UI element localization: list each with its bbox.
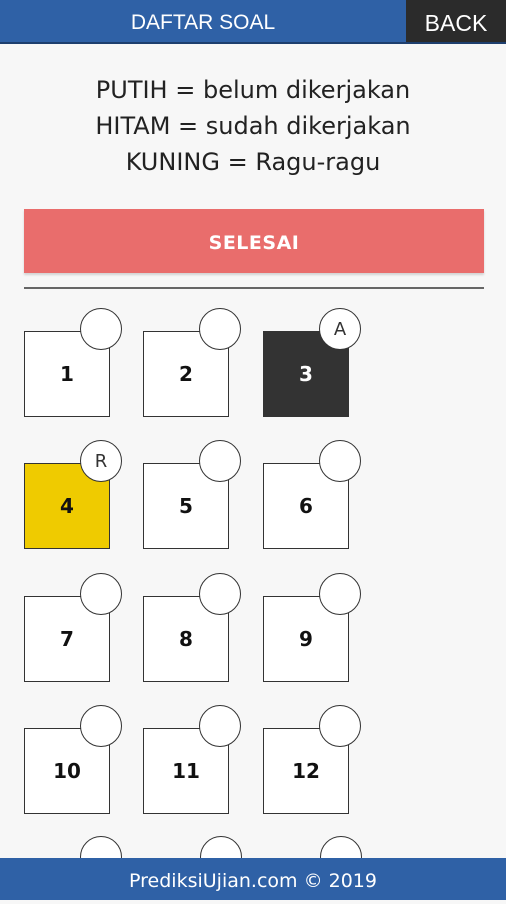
answer-mark-badge xyxy=(319,440,361,482)
answer-mark-badge xyxy=(199,440,241,482)
question-button[interactable]: 11 xyxy=(143,728,229,814)
top-bar: DAFTAR SOAL BACK xyxy=(0,0,506,44)
question-number: 8 xyxy=(179,627,193,651)
answer-mark-badge xyxy=(199,308,241,350)
question-number: 12 xyxy=(292,759,320,783)
legend-black: HITAM = sudah dikerjakan xyxy=(95,112,411,140)
back-button[interactable]: BACK xyxy=(406,0,506,42)
answer-mark-badge xyxy=(80,573,122,615)
answer-mark-badge xyxy=(319,573,361,615)
question-number: 9 xyxy=(299,627,313,651)
legend-white: PUTIH = belum dikerjakan xyxy=(95,76,411,104)
question-number: 10 xyxy=(53,759,81,783)
legend-yellow: KUNING = Ragu-ragu xyxy=(125,148,381,176)
legend: PUTIH = belum dikerjakan HITAM = sudah d… xyxy=(0,72,506,180)
answer-mark-badge: R xyxy=(80,440,122,482)
question-number: 6 xyxy=(299,494,313,518)
answer-mark-badge xyxy=(80,705,122,747)
question-number: 5 xyxy=(179,494,193,518)
page-title: DAFTAR SOAL xyxy=(130,11,276,34)
question-number: 2 xyxy=(179,362,193,386)
answer-mark-badge xyxy=(319,705,361,747)
question-number: 3 xyxy=(299,362,313,386)
question-number: 4 xyxy=(60,494,74,518)
answer-mark-badge xyxy=(80,308,122,350)
question-number: 11 xyxy=(172,759,200,783)
question-number: 1 xyxy=(60,362,74,386)
footer: PrediksiUjian.com © 2019 xyxy=(0,858,506,900)
question-number: 7 xyxy=(60,627,74,651)
answer-mark-badge xyxy=(199,705,241,747)
finish-button[interactable]: SELESAI xyxy=(24,209,484,273)
divider xyxy=(24,287,484,289)
answer-mark-badge xyxy=(199,573,241,615)
answer-mark-badge: A xyxy=(319,308,361,350)
